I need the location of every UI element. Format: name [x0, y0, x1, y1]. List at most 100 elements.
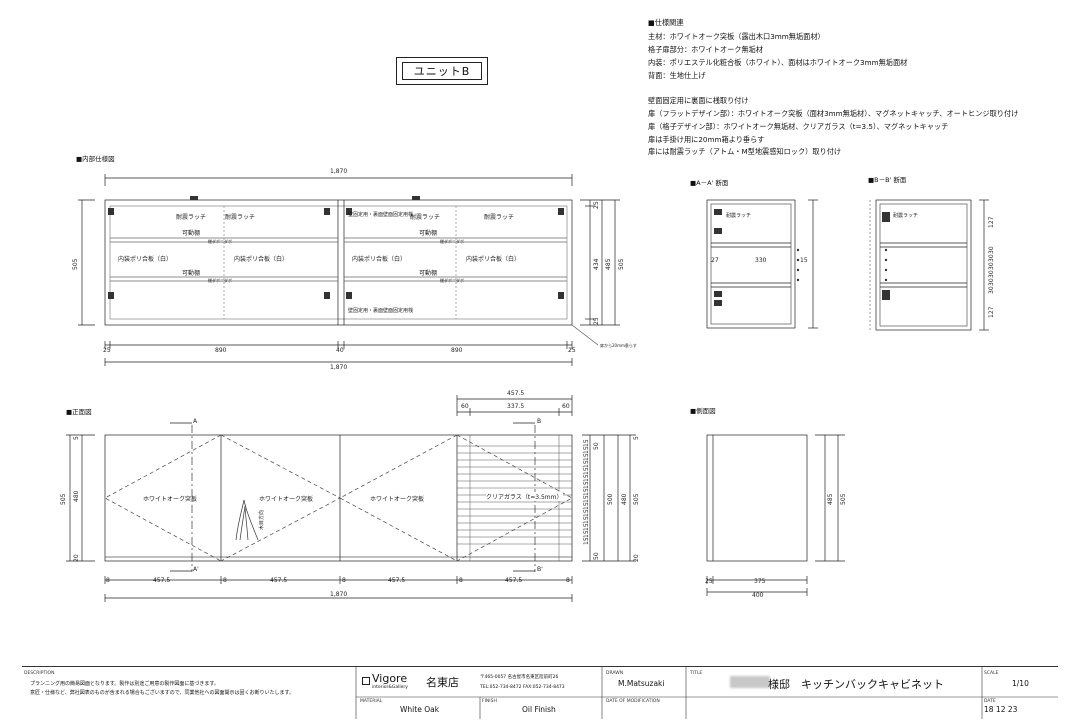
interior-wall-fix: 壁固定用・裏面壁面固定用桟 [348, 212, 414, 218]
bb-dim-30-1: 30 [988, 246, 995, 254]
hardware-marks [108, 196, 564, 299]
spec-line-6: 扉（フラットデザイン部）：ホワイトオーク突板（面材3mm無垢材）、マグネットキャ… [648, 109, 1019, 118]
front-bottom-dim-5: 8 [342, 577, 346, 584]
front-right-dim-50-top: 50 [593, 442, 600, 450]
unit-label-box: ユニットB [396, 57, 488, 85]
store-address: 〒465-0057 名古屋市名東区陸前町26 [480, 675, 559, 680]
brand-sub: interior&Gallery [372, 685, 408, 690]
aa-dim-15: 15 [800, 257, 808, 264]
spec-line-2: 格子扉部分：ホワイトオーク無垢材 [648, 45, 764, 54]
side-dim-485: 485 [827, 493, 834, 505]
bb-dim-30-3: 30 [988, 262, 995, 270]
front-right-dim-20: 20 [633, 554, 640, 562]
section-aa: ■A－A' 断面 [690, 179, 729, 187]
side-dim-375: 375 [754, 578, 766, 585]
interior-poly-board-4: 内装ポリ合板（白） [466, 256, 521, 263]
interior-bottom-dim-2: 890 [215, 347, 227, 354]
front-bottom-dim-3: 8 [223, 577, 227, 584]
interior-dowel-1: 棚ダボ＝ダボ [208, 239, 232, 244]
spec-line-9: 扉には耐震ラッチ（アトム・M型地震感知ロック）取り付け [648, 147, 842, 156]
description-line-2: 意匠・仕様など、弊社図表のものが含まれる場合もございますので、同業他社への図面開… [30, 690, 295, 696]
date-value: 18 12 23 [984, 705, 1018, 714]
title-block-grid [355, 667, 1058, 719]
interior-bottom-dim-5: 25 [568, 347, 576, 354]
front-right-dim-480: 480 [621, 493, 628, 505]
store-name: 名東店 [426, 676, 459, 689]
front-marker-a2: A' [193, 566, 199, 573]
front-glass-label: クリアガラス（t=3.5mm） [486, 492, 563, 501]
interior-poly-board-1: 内装ポリ合板（白） [118, 256, 173, 263]
bb-latch: 耐震ラッチ [893, 213, 919, 219]
material-value: White Oak [400, 705, 440, 714]
store-tel: TEL:052-734-8472 FAX:052-734-8473 [480, 685, 565, 690]
description-label: DESCRIPTION [24, 671, 55, 676]
section-bb-view [869, 199, 989, 331]
interior-note: 扉から20mm垂らす [600, 343, 637, 348]
front-left-dim-5: 5 [73, 436, 80, 440]
section-aa-view [706, 199, 818, 329]
unit-label: ユニットB [402, 62, 482, 80]
front-top-dim-left: 60 [461, 403, 469, 410]
brand-logo-mark [362, 677, 370, 685]
drawing-title: 様邸 キッチンバックキャビネット [768, 678, 944, 691]
front-left-dim-480: 480 [73, 490, 80, 502]
front-right-dim-50-bottom: 50 [593, 552, 600, 560]
finish-label: FINISH [482, 699, 497, 704]
interior-right-dim-5: 25 [593, 317, 600, 325]
front-bottom-dim-1: 8 [106, 577, 110, 584]
front-face-label-2: ホワイトオーク突板 [259, 496, 314, 503]
interior-poly-board-3: 内装ポリ合板（白） [352, 256, 407, 263]
interior-bottom-dim-1: 25 [103, 347, 111, 354]
front-marker-b2: B' [537, 566, 543, 573]
front-face-label-3: ホワイトオーク突板 [370, 496, 425, 503]
front-bottom-dim-9: 8 [566, 577, 570, 584]
bb-dim-30-5: 30 [988, 278, 995, 286]
interior-right-dim-2: 434 [593, 258, 600, 270]
front-right-dim-15-15: 15 [583, 537, 590, 545]
front-face-label-1: ホワイトオーク突板 [143, 496, 198, 503]
interior-latch-2: 耐震ラッチ [225, 214, 256, 221]
front-bottom-dim-6: 457.5 [388, 577, 406, 584]
aa-dim-330: 330 [755, 257, 767, 264]
bb-dim-30-6: 30 [988, 286, 995, 294]
bb-dim-127-bottom: 127 [988, 306, 995, 318]
front-bottom-dim-2: 457.5 [153, 577, 171, 584]
interior-latch-1: 耐震ラッチ [176, 214, 207, 221]
interior-dowel-2: 棚ダボ＝ダボ [208, 278, 232, 283]
interior-movable-shelf-4: 可動棚 [419, 270, 438, 277]
spec-line-4: 背面：生地仕上げ [648, 71, 706, 80]
front-top-dim-mid: 337.5 [507, 403, 525, 410]
interior-height: 505 [72, 258, 79, 270]
front-bottom-dim-4: 457.5 [270, 577, 288, 584]
side-dim-505: 505 [840, 493, 847, 505]
spec-line-3: 内装：ポリエステル化粧合板（ホワイト）、面材はホワイトオーク3mm無垢面材 [648, 58, 908, 67]
drawn-label: DRAWN [606, 671, 624, 676]
interior-total-width-bottom: 1,870 [330, 364, 348, 371]
front-top-dim-right: 60 [562, 403, 570, 410]
front-top-dim-total: 457.5 [507, 390, 525, 397]
interior-right-dim-1: 25 [593, 201, 600, 209]
bb-dim-30-2: 30 [988, 254, 995, 262]
front-bottom-dim-8: 457.5 [505, 577, 523, 584]
scale-value: 1/10 [1012, 679, 1029, 688]
section-side: ■側面図 [690, 407, 716, 415]
interior-poly-board-2: 内装ポリ合板（白） [234, 256, 289, 263]
side-dim-400: 400 [752, 592, 764, 599]
interior-movable-shelf-3: 可動棚 [419, 230, 438, 237]
interior-dowel-4: 棚ダボ＝ダボ [440, 278, 464, 283]
material-label: MATERIAL [360, 699, 383, 704]
drawn-value: M.Matsuzaki [618, 679, 665, 688]
interior-dowel-3: 棚ダボ＝ダボ [440, 239, 464, 244]
interior-view [78, 174, 620, 366]
front-bottom-dim-7: 8 [459, 577, 463, 584]
interior-latch-3: 耐震ラッチ [410, 214, 441, 221]
front-right-dim-500: 500 [607, 493, 614, 505]
front-right-dim-505: 505 [633, 493, 640, 505]
front-right-dim-5: 5 [633, 436, 640, 440]
title-label: TITLE [690, 671, 703, 676]
interior-movable-shelf-1: 可動棚 [182, 230, 201, 237]
interior-wall-fix-bottom: 壁固定用・裏面壁面固定用桟 [348, 308, 414, 314]
brand-name: Vigore [372, 672, 408, 685]
date-label: DATE [984, 699, 996, 704]
front-left-dim-505: 505 [60, 493, 67, 505]
